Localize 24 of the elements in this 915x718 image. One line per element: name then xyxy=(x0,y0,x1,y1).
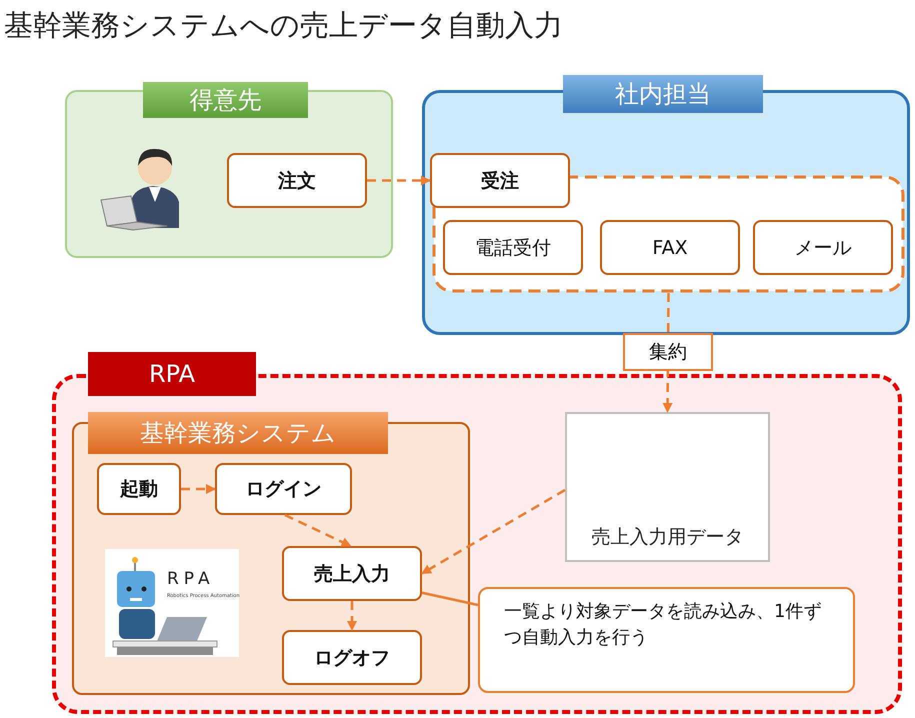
arrow xyxy=(367,176,431,186)
arrow xyxy=(181,484,216,494)
process-box: 起動 xyxy=(97,463,181,515)
panel-heading: RPA xyxy=(88,352,256,396)
process-box: ログイン xyxy=(215,463,352,515)
process-box: メール xyxy=(753,220,893,275)
process-box: 売上入力 xyxy=(282,546,422,601)
edge-label: 集約 xyxy=(623,332,713,370)
process-box: FAX xyxy=(600,220,740,275)
arrow xyxy=(347,601,357,631)
arrow xyxy=(284,514,352,548)
data-card xyxy=(565,412,770,562)
panel-heading: 基幹業務システム xyxy=(88,412,388,454)
process-box: ログオフ xyxy=(282,630,422,685)
diagram-title: 基幹業務システムへの売上データ自動入力 xyxy=(4,7,563,44)
process-box: 受注 xyxy=(430,153,570,208)
process-box: 注文 xyxy=(227,153,367,208)
picture-text: RPA xyxy=(167,569,215,589)
process-box: 電話受付 xyxy=(443,220,583,275)
panel-heading: 得意先 xyxy=(143,82,308,118)
callout-box: 一覧より対象データを読み込み、1件ずつ自動入力を行う xyxy=(478,587,855,693)
arrow xyxy=(421,488,566,575)
data-label: 売上入力用データ xyxy=(592,525,744,550)
panel-heading: 社内担当 xyxy=(563,75,763,113)
